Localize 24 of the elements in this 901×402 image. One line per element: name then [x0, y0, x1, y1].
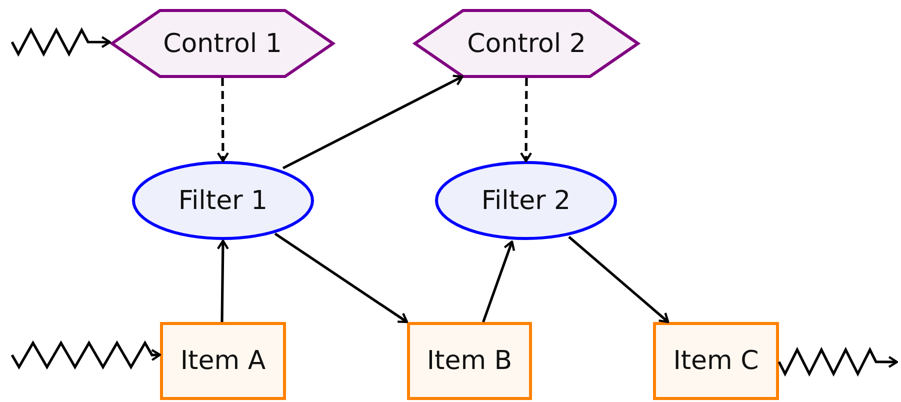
arrow [482, 240, 516, 322]
arrow [520, 78, 532, 162]
zigzag-arrow [10, 340, 162, 370]
zigzag-arrow [778, 346, 898, 377]
node-label: Item A [180, 346, 266, 376]
node-label: Control 2 [467, 28, 586, 58]
process-box [653, 322, 779, 400]
node-label: Filter 2 [481, 186, 571, 216]
arrow [568, 236, 670, 324]
ellipse-node [435, 161, 617, 240]
node-label: Item B [426, 346, 512, 376]
process-box [160, 322, 286, 400]
arrow [216, 240, 229, 322]
zigzag-arrow [10, 27, 112, 57]
arrow [216, 78, 230, 162]
hexagon-node [413, 9, 640, 78]
ellipse-node [132, 161, 314, 240]
hexagon-node [110, 9, 335, 78]
arrow [282, 74, 464, 170]
node-label: Control 1 [163, 28, 282, 58]
process-box [407, 322, 532, 400]
arrow [274, 232, 408, 324]
node-label: Item C [673, 346, 759, 376]
node-label: Filter 1 [178, 186, 268, 216]
